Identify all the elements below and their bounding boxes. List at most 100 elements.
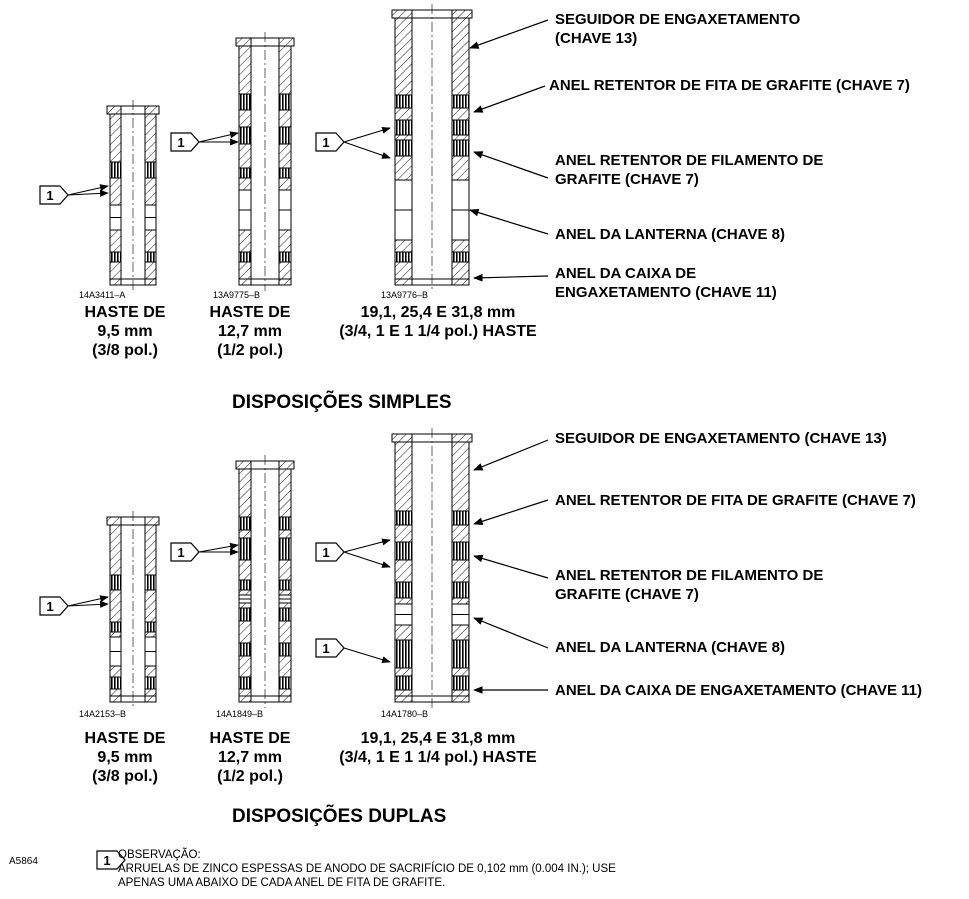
- packing-ring: [451, 510, 470, 526]
- packing-ring: [238, 579, 252, 591]
- marker-number: 1: [177, 545, 184, 560]
- wall-left: [109, 516, 122, 703]
- marker-arrow: [343, 551, 391, 568]
- marker-flag: [39, 596, 69, 616]
- footer-note: OBSERVAÇÃO: ARRUELAS DE ZINCO ESPESSAS D…: [118, 849, 616, 889]
- packing-ring: [451, 139, 470, 157]
- note-marker-bottom-4: 1: [315, 638, 391, 664]
- packing-ring: [278, 126, 292, 145]
- packing-ring: [144, 676, 157, 690]
- marker-flag: [315, 638, 345, 658]
- packing-ring: [451, 581, 470, 599]
- packing-ring: [394, 251, 413, 263]
- follower-lip-hatch-right: [145, 517, 159, 525]
- packing-ring: [394, 639, 413, 669]
- packing-ring: [278, 93, 292, 111]
- marker-flag: [315, 542, 345, 562]
- packing-ring: [238, 516, 252, 531]
- marker-number: 1: [322, 641, 329, 656]
- packing-ring: [278, 167, 292, 179]
- callout-graphite-ribbon-ring-bottom: ANEL RETENTOR DE FITA DE GRAFITE (CHAVE …: [555, 492, 916, 509]
- packing-ring: [238, 642, 252, 657]
- leader-ribbon-top: [473, 85, 546, 113]
- marker-arrow: [343, 538, 391, 553]
- packing-ring: [144, 161, 157, 179]
- packing-ring: [238, 251, 252, 263]
- packing-ring: [278, 676, 292, 690]
- note-marker-top-1: 1: [39, 184, 109, 205]
- assembly-bottom-3-8: [106, 511, 160, 708]
- note-marker-bottom-1: 1: [39, 595, 109, 616]
- box-ring: [238, 695, 292, 703]
- callout-packing-box-ring-bottom: ANEL DA CAIXA DE ENGAXETAMENTO (CHAVE 11…: [555, 682, 922, 699]
- drawing-number-top-1: 14A3411–A: [79, 290, 126, 300]
- follower-lip-hatch-right: [452, 10, 472, 18]
- note-marker-bottom-3: 1: [315, 538, 391, 568]
- marker-number: 1: [177, 135, 184, 150]
- packing-ring: [238, 126, 252, 145]
- packing-ring: [278, 537, 292, 561]
- leader-boxring-top: [473, 273, 549, 282]
- assembly-top-3-8: [106, 100, 160, 291]
- assembly-bottom-large: [391, 428, 473, 708]
- packing-ring: [238, 607, 252, 622]
- box-ring: [109, 278, 157, 286]
- marker-number: 1: [46, 599, 53, 614]
- follower-lip-hatch-left: [236, 38, 251, 46]
- packing-ring: [109, 574, 122, 591]
- packing-ring: [238, 93, 252, 111]
- box-ring: [238, 278, 292, 286]
- packing-ring: [109, 676, 122, 690]
- packing-ring: [144, 621, 157, 633]
- marker-arrow: [67, 184, 109, 196]
- assembly-bottom-1-2: [235, 455, 295, 708]
- follower-lip-hatch-left: [392, 10, 412, 18]
- marker-arrow: [67, 600, 109, 608]
- packing-ring: [394, 581, 413, 599]
- leader-filament-bottom: [473, 554, 549, 579]
- leader-follower-top: [469, 19, 549, 49]
- marker-arrow: [343, 647, 391, 664]
- assembly-top-1-2: [235, 32, 295, 291]
- wall-left: [238, 37, 252, 286]
- packing-ring: [278, 251, 292, 263]
- packing-ring: [451, 119, 470, 136]
- note-marker-footer: 1: [96, 850, 126, 870]
- packing-ring: [278, 607, 292, 622]
- figure-id: A5864: [9, 856, 38, 867]
- follower-lip-hatch-left: [107, 517, 121, 525]
- marker-arrow: [198, 542, 239, 553]
- packing-ring: [394, 675, 413, 691]
- follower-lip-hatch-right: [279, 461, 294, 469]
- title-double-arrangements: DISPOSIÇÕES DUPLAS: [232, 806, 447, 827]
- note-marker-bottom-2: 1: [170, 542, 239, 562]
- marker-number: 1: [103, 853, 110, 868]
- marker-arrow: [67, 189, 109, 197]
- leader-ribbon-bottom: [473, 499, 549, 525]
- packing-ring: [238, 537, 252, 561]
- marker-arrow: [343, 126, 391, 143]
- drawing-number-top-2: 13A9775–B: [213, 290, 261, 300]
- box-ring: [394, 695, 470, 703]
- follower-lip-hatch-right: [145, 106, 159, 114]
- packing-ring: [278, 579, 292, 591]
- leader-filament-top: [473, 151, 549, 179]
- note-marker-top-2: 1: [170, 131, 239, 152]
- callout-graphite-ribbon-ring-top: ANEL RETENTOR DE FITA DE GRAFITE (CHAVE …: [549, 77, 910, 94]
- packing-ring: [109, 621, 122, 633]
- packing-ring: [451, 251, 470, 263]
- packing-ring: [394, 119, 413, 136]
- packing-ring: [238, 167, 252, 179]
- caption-top-stem-large: 19,1, 25,4 E 31,8 mm(3/4, 1 E 1 1/4 pol.…: [339, 304, 537, 340]
- packing-ring: [451, 94, 470, 109]
- assembly-top-large: [391, 4, 473, 291]
- packing-ring: [144, 574, 157, 591]
- marker-flag: [39, 185, 69, 205]
- wall-right: [144, 516, 157, 703]
- packing-ring: [394, 94, 413, 109]
